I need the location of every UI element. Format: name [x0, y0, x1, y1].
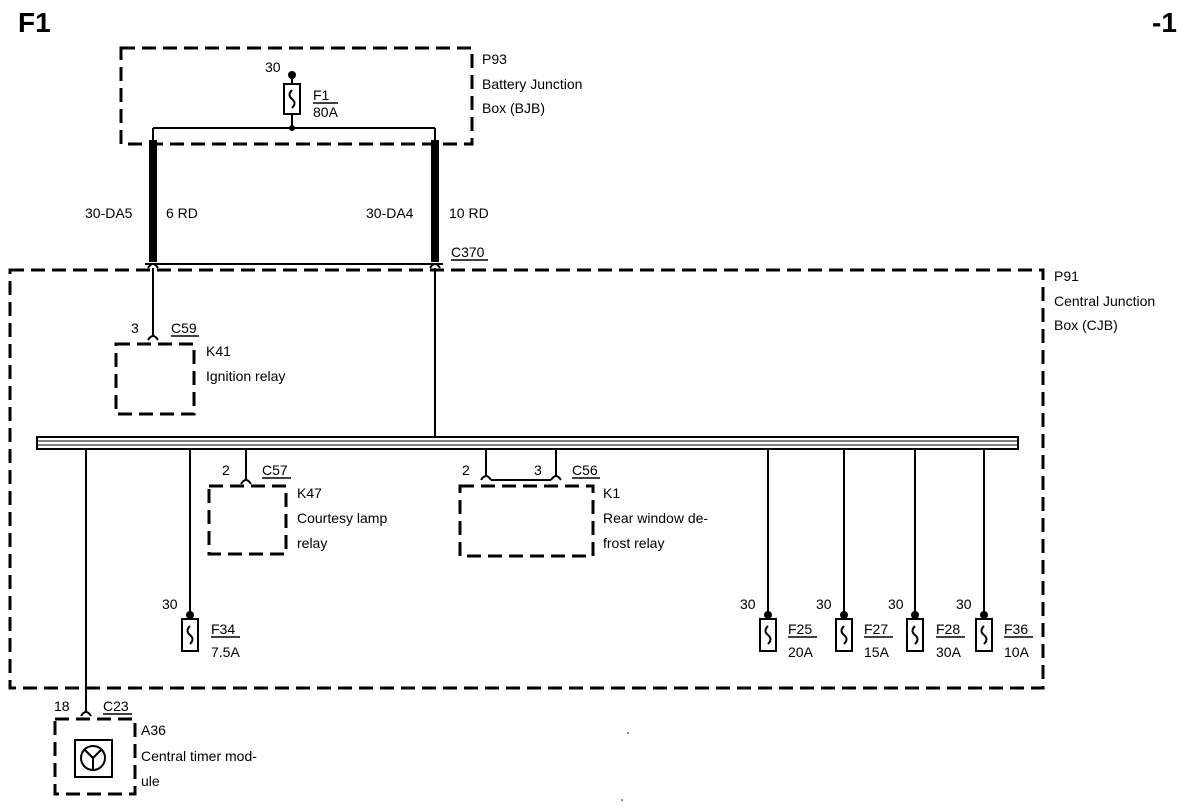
bjb-name-line1: Battery Junction	[482, 76, 582, 92]
connector-c370: C370	[451, 244, 485, 260]
a36-pin-icon	[80, 711, 92, 717]
wire-left-circuit: 30-DA5	[85, 205, 133, 221]
page-number: -1	[1152, 7, 1177, 38]
k1-pin-b: 3	[534, 462, 542, 478]
cjb-name-line2: Box (CJB)	[1054, 317, 1118, 333]
f27-rating: 15A	[864, 644, 890, 660]
f36-pin: 30	[956, 596, 972, 612]
fuse-f34	[181, 611, 199, 652]
a36-module-box	[53, 717, 137, 796]
k1-connector: C56	[572, 462, 598, 478]
bjb-box	[119, 46, 474, 146]
wire-right-spec: 10 RD	[449, 205, 489, 221]
fuse-icon	[840, 625, 848, 645]
busbar	[36, 436, 1019, 450]
f28-pin: 30	[888, 596, 904, 612]
fuse-f25	[759, 611, 777, 652]
k47-pin-icon	[240, 479, 252, 485]
f25-id: F25	[788, 621, 812, 637]
k47-name-line1: Courtesy lamp	[297, 510, 387, 526]
fuse-icon	[764, 625, 772, 645]
k47-relay-box	[207, 484, 288, 556]
f36-rating: 10A	[1004, 644, 1030, 660]
k1-pin-a-icon	[480, 475, 492, 481]
f1-rating: 80A	[313, 104, 339, 120]
wire-right-circuit: 30-DA4	[366, 205, 414, 221]
k41-pin-icon	[147, 335, 159, 341]
fuse-icon	[980, 625, 988, 645]
bjb-id: P93	[482, 51, 507, 67]
fuse-icon	[911, 625, 919, 645]
a36-id: A36	[141, 722, 166, 738]
k1-relay-box	[458, 484, 595, 558]
f34-id: F34	[211, 621, 235, 637]
fuse-f27	[835, 611, 853, 652]
k47-id: K47	[297, 485, 322, 501]
k41-pin: 3	[131, 320, 139, 336]
connector-c370-pin-right	[429, 263, 441, 269]
fuse-f36	[975, 611, 993, 652]
f25-pin: 30	[740, 596, 756, 612]
module-icon	[74, 739, 113, 778]
a36-name-line1: Central timer mod-	[141, 748, 257, 764]
f1-pin: 30	[265, 59, 281, 75]
cjb-name-line1: Central Junction	[1054, 293, 1155, 309]
cjb-box	[8, 268, 1045, 690]
fuse-f1	[283, 71, 301, 131]
f27-pin: 30	[816, 596, 832, 612]
f36-id: F36	[1004, 621, 1028, 637]
bjb-name-line2: Box (BJB)	[482, 100, 545, 116]
f25-rating: 20A	[788, 644, 814, 660]
f34-rating: 7.5A	[211, 644, 240, 660]
f27-id: F27	[864, 621, 888, 637]
fuse-icon	[288, 89, 296, 109]
fuse-f28	[906, 611, 924, 652]
k41-relay-box	[114, 342, 196, 416]
k47-pin: 2	[222, 462, 230, 478]
fuse-icon	[186, 625, 194, 645]
k41-connector: C59	[171, 320, 197, 336]
k1-pin-a: 2	[462, 462, 470, 478]
k1-pin-b-icon	[550, 475, 562, 481]
k47-name-line2: relay	[297, 535, 327, 551]
f34-pin: 30	[162, 596, 178, 612]
page-title: F1	[18, 7, 51, 38]
k41-name: Ignition relay	[206, 368, 285, 384]
f28-rating: 30A	[936, 644, 962, 660]
a36-name-line2: ule	[141, 773, 160, 789]
wire-left-spec: 6 RD	[166, 205, 198, 221]
connector-c370-pin-left	[147, 263, 159, 269]
a36-pin: 18	[54, 698, 70, 714]
k1-name-line1: Rear window de-	[603, 510, 708, 526]
a36-connector: C23	[103, 698, 129, 714]
k41-id: K41	[206, 343, 231, 359]
f1-id: F1	[313, 87, 330, 103]
k47-connector: C57	[262, 462, 288, 478]
f28-id: F28	[936, 621, 960, 637]
k1-name-line2: frost relay	[603, 535, 664, 551]
k1-id: K1	[603, 485, 620, 501]
cjb-id: P91	[1054, 268, 1079, 284]
